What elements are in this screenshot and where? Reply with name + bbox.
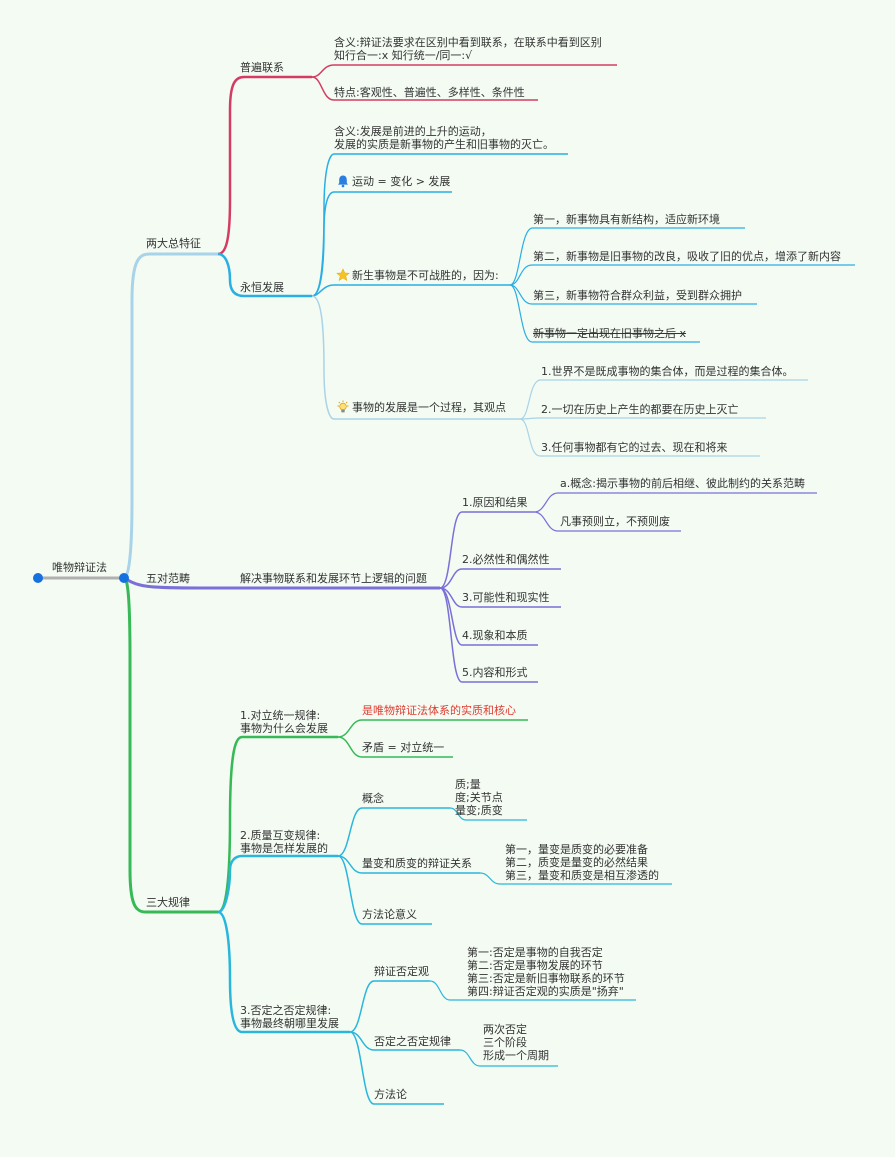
law3-title[interactable]: 3.否定之否定规律:	[240, 1004, 332, 1017]
cause-proverb[interactable]: 凡事预则立，不预则废	[560, 515, 670, 528]
pubian-meaning[interactable]: 含义:辩证法要求在区别中看到联系，在联系中看到区别	[334, 36, 602, 49]
cause-concept[interactable]: a.概念:揭示事物的前后相继、彼此制约的关系范畴	[560, 477, 805, 490]
hub-node	[119, 573, 129, 583]
law3-view-line-4[interactable]: 第四:辩证否定观的实质是"扬弃"	[467, 985, 624, 998]
node-pubian[interactable]: 普遍联系	[240, 61, 284, 74]
node-yongheng[interactable]: 永恒发展	[240, 281, 284, 294]
yongheng-link	[217, 252, 312, 298]
process-item-1[interactable]: 1.世界不是既成事物的集合体，而是过程的集合体。	[541, 365, 794, 378]
law3-rule-line-3[interactable]: 形成一个周期	[483, 1049, 549, 1062]
law3-rule-line-2[interactable]: 三个阶段	[483, 1036, 527, 1049]
pubian-traits[interactable]: 特点:客观性、普遍性、多样性、条件性	[334, 86, 525, 99]
root-label[interactable]: 唯物辩证法	[52, 561, 107, 574]
law2-relation-line-1[interactable]: 第一，量变是质变的必要准备	[505, 843, 648, 856]
process-item-2[interactable]: 2.一切在历史上产生的都要在历史上灭亡	[541, 403, 739, 416]
branch-two-features[interactable]: 两大总特征	[146, 237, 201, 250]
categories-subtitle[interactable]: 解决事物联系和发展环节上逻辑的问题	[240, 572, 427, 585]
law1-contradiction[interactable]: 矛盾 = 对立统一	[362, 741, 445, 754]
pubian-link	[217, 75, 312, 256]
newthing-item-2[interactable]: 第二，新事物是旧事物的改良，吸收了旧的优点，增添了新内容	[533, 250, 841, 263]
pubian-zhixing[interactable]: 知行合一:x 知行统一/同一:√	[334, 49, 473, 62]
category-2[interactable]: 2.必然性和偶然性	[462, 553, 550, 566]
process-label[interactable]: 事物的发展是一个过程，其观点	[352, 401, 506, 414]
newthing-item-4[interactable]: 新事物一定出现在旧事物之后 x	[533, 327, 687, 340]
lightbulb-icon	[337, 400, 349, 413]
law3-method[interactable]: 方法论	[374, 1088, 407, 1101]
branch2-link	[123, 576, 440, 590]
process-item-3[interactable]: 3.任何事物都有它的过去、现在和将来	[541, 441, 728, 454]
law2-question[interactable]: 事物是怎样发展的	[240, 842, 328, 855]
law2-relation-line-2[interactable]: 第二，质变是量变的必然结果	[505, 856, 648, 869]
star-icon	[336, 268, 350, 282]
law2-concept-line-1[interactable]: 质;量	[455, 778, 481, 791]
motion-formula[interactable]: 运动 = 变化 > 发展	[352, 175, 451, 188]
law3-view-line-2[interactable]: 第二:否定是事物发展的环节	[467, 959, 603, 972]
law3-view-line-3[interactable]: 第三:否定是新旧事物联系的环节	[467, 972, 625, 985]
law1-question[interactable]: 事物为什么会发展	[240, 722, 328, 735]
law1-title[interactable]: 1.对立统一规律:	[240, 709, 321, 722]
category-4[interactable]: 4.现象和本质	[462, 629, 528, 642]
law3-view[interactable]: 辩证否定观	[374, 965, 429, 978]
root-node	[33, 573, 43, 583]
law2-concept-line-3[interactable]: 量变;质变	[455, 804, 503, 817]
law2-concept-line-2[interactable]: 度;关节点	[455, 791, 503, 804]
branch-five-categories[interactable]: 五对范畴	[146, 572, 190, 585]
newthing-item-3[interactable]: 第三，新事物符合群众利益，受到群众拥护	[533, 289, 742, 302]
bell-icon	[338, 175, 348, 188]
branch-three-laws[interactable]: 三大规律	[146, 896, 190, 909]
yongheng-meaning-1[interactable]: 含义:发展是前进的上升的运动，	[334, 125, 492, 138]
law3-view-line-1[interactable]: 第一:否定是事物的自我否定	[467, 946, 603, 959]
branch3-link	[123, 576, 218, 914]
law2-concept[interactable]: 概念	[362, 792, 384, 805]
yongheng-meaning-2[interactable]: 发展的实质是新事物的产生和旧事物的灭亡。	[334, 138, 554, 151]
category-3[interactable]: 3.可能性和现实性	[462, 591, 550, 604]
law2-relation-line-3[interactable]: 第三，量变和质变是相互渗透的	[505, 869, 659, 882]
law3-rule-line-1[interactable]: 两次否定	[483, 1023, 527, 1036]
law1-core[interactable]: 是唯物辩证法体系的实质和核心	[362, 704, 516, 717]
cause-effect[interactable]: 1.原因和结果	[462, 496, 528, 509]
newthing-item-1[interactable]: 第一，新事物具有新结构，适应新环境	[533, 213, 720, 226]
newthing-label[interactable]: 新生事物是不可战胜的，因为:	[352, 269, 499, 282]
law3-question[interactable]: 事物最终朝哪里发展	[240, 1017, 339, 1030]
law3-rule[interactable]: 否定之否定规律	[374, 1035, 451, 1048]
law2-title[interactable]: 2.质量互变规律:	[240, 829, 321, 842]
branch1-link	[123, 252, 218, 580]
law2-method[interactable]: 方法论意义	[362, 908, 417, 921]
category-5[interactable]: 5.内容和形式	[462, 666, 528, 679]
law2-relation[interactable]: 量变和质变的辩证关系	[362, 857, 472, 870]
